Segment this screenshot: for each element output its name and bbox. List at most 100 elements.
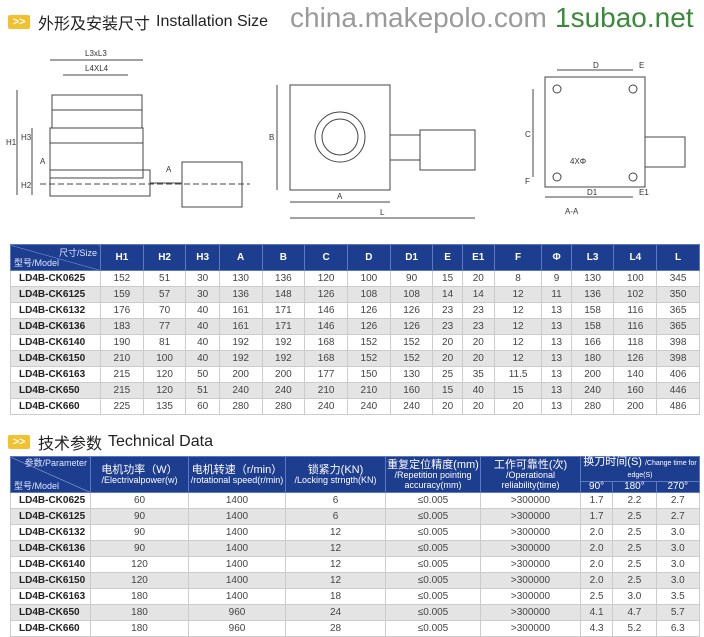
cell: 2.5 — [612, 556, 657, 573]
cell: 35 — [461, 366, 495, 383]
cell: 25 — [432, 366, 463, 383]
model-cell: LD4B-CK6163 — [10, 588, 91, 605]
cell: 70 — [142, 302, 187, 319]
header-cn: 工作可靠性(次) — [493, 458, 568, 471]
cell: 1.7 — [579, 492, 614, 509]
l4-label: L4XL4 — [85, 64, 109, 73]
watermark: china.makepolo.com — [290, 2, 547, 33]
cell: 15 — [432, 382, 463, 399]
cell: 3.0 — [655, 540, 701, 557]
column-header: L3 — [570, 244, 615, 271]
view-label: A-A — [565, 207, 579, 216]
h2-label: H2 — [21, 181, 32, 190]
column-header: H2 — [142, 244, 187, 271]
column-header: A — [218, 244, 263, 271]
cell: ≤0.005 — [385, 524, 481, 541]
cell: 280 — [261, 398, 306, 415]
cell: 130 — [570, 270, 615, 287]
cell: 398 — [656, 350, 700, 367]
cell: 166 — [570, 334, 615, 351]
cell: 12 — [493, 318, 543, 335]
e-label: E — [639, 62, 644, 70]
cell: ≤0.005 — [385, 588, 481, 605]
cell: ≤0.005 — [385, 572, 481, 589]
model-cell: LD4B-CK650 — [10, 382, 101, 399]
cell: >300000 — [480, 508, 581, 525]
cell: 13 — [541, 302, 572, 319]
cell: 18 — [285, 588, 386, 605]
model-cell: LD4B-CK6132 — [10, 302, 101, 319]
cell: 90 — [90, 508, 189, 525]
cell: 365 — [656, 318, 700, 335]
model-cell: LD4B-CK6140 — [10, 334, 101, 351]
cell: 200 — [570, 366, 615, 383]
angle-header: 180° — [612, 481, 657, 493]
cell: 2.5 — [612, 540, 657, 557]
cell: ≤0.005 — [385, 492, 481, 509]
column-header: F — [493, 244, 543, 271]
cell: 136 — [570, 286, 615, 303]
cell: 1400 — [188, 588, 286, 605]
cell: 20 — [461, 350, 495, 367]
cell: 240 — [347, 398, 391, 415]
column-header: Φ — [541, 244, 572, 271]
section-a-marker: A — [166, 165, 172, 174]
cell: 108 — [389, 286, 434, 303]
cell: 210 — [347, 382, 391, 399]
column-header: E1 — [461, 244, 495, 271]
e1-label: E1 — [639, 188, 649, 197]
c-label: C — [525, 130, 531, 139]
cell: 11.5 — [493, 366, 543, 383]
d1-label: D1 — [587, 188, 598, 197]
cell: 192 — [218, 350, 263, 367]
cell: 190 — [100, 334, 144, 351]
cell: 120 — [304, 270, 348, 287]
cell: 51 — [142, 270, 187, 287]
cell: 12 — [285, 540, 386, 557]
column-header: H1 — [100, 244, 144, 271]
cell: 126 — [389, 302, 434, 319]
cell: 406 — [656, 366, 700, 383]
cell: 12 — [493, 334, 543, 351]
cell: 171 — [261, 318, 306, 335]
column-header: 电机转速（r/min）/rotational speed(r/min) — [188, 456, 286, 493]
cell: 2.0 — [579, 524, 614, 541]
cell: 152 — [389, 350, 434, 367]
cell: 126 — [347, 318, 391, 335]
cell: 3.5 — [655, 588, 701, 605]
cell: 57 — [142, 286, 187, 303]
cell: 9 — [541, 270, 572, 287]
cell: 15 — [432, 270, 463, 287]
top-view-drawing: B A L — [269, 84, 476, 219]
cell: 168 — [304, 350, 348, 367]
cell: 180 — [90, 620, 189, 637]
model-cell: LD4B-CK660 — [10, 398, 101, 415]
cell: 350 — [656, 286, 700, 303]
cell: 40 — [185, 334, 220, 351]
cell: 345 — [656, 270, 700, 287]
cell: 152 — [347, 334, 391, 351]
cell: 171 — [261, 302, 306, 319]
cell: 14 — [461, 286, 495, 303]
cell: 150 — [347, 366, 391, 383]
cell: >300000 — [480, 540, 581, 557]
cell: 146 — [304, 318, 348, 335]
cell: 2.7 — [655, 508, 701, 525]
cell: 6 — [285, 508, 386, 525]
cell: 2.7 — [655, 492, 701, 509]
column-header: 重复定位精度(mm)/Repetition pointing accuracy(… — [385, 456, 481, 493]
cell: >300000 — [480, 572, 581, 589]
column-header: C — [304, 244, 348, 271]
cell: 100 — [347, 270, 391, 287]
cell: 146 — [304, 302, 348, 319]
model-cell: LD4B-CK6136 — [10, 318, 101, 335]
header-cn: 电机功率（W） — [101, 463, 178, 476]
cell: 120 — [142, 366, 187, 383]
section-title-technical: >> 技术参数 Technical Data — [8, 430, 213, 454]
